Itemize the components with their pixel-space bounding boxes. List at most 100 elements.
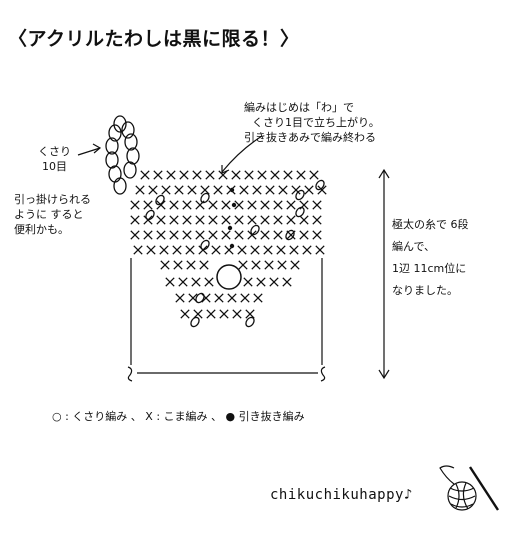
slip-stitches	[227, 187, 237, 249]
single-crochet-x	[276, 245, 286, 255]
single-crochet-x	[277, 260, 287, 270]
single-crochet-stitches	[130, 170, 327, 328]
single-crochet-x	[199, 260, 209, 270]
single-crochet-x	[205, 170, 215, 180]
single-crochet-x	[179, 170, 189, 180]
single-crochet-x	[174, 185, 184, 195]
single-crochet-x	[195, 215, 205, 225]
single-crochet-x	[165, 277, 175, 287]
single-crochet-x	[243, 277, 253, 287]
chain-stitch	[200, 192, 210, 204]
chain-loop	[105, 115, 140, 195]
single-crochet-x	[234, 200, 244, 210]
single-crochet-x	[195, 230, 205, 240]
single-crochet-x	[161, 185, 171, 195]
chain-stitch	[295, 189, 305, 201]
single-crochet-x	[160, 260, 170, 270]
chain-note: くさり 10目	[38, 144, 71, 174]
single-crochet-x	[299, 230, 309, 240]
single-crochet-x	[231, 170, 241, 180]
single-crochet-x	[204, 277, 214, 287]
single-crochet-x	[265, 185, 275, 195]
single-crochet-x	[193, 309, 203, 319]
note-line: 編みはじめは「わ」で	[244, 101, 354, 114]
single-crochet-x	[182, 200, 192, 210]
chain-stitch	[190, 316, 200, 328]
single-crochet-x	[221, 215, 231, 225]
chain-stitch	[315, 179, 325, 191]
note-line: くさり	[38, 145, 71, 158]
single-crochet-x	[299, 215, 309, 225]
single-crochet-x	[253, 293, 263, 303]
single-crochet-x	[286, 215, 296, 225]
single-crochet-x	[251, 260, 261, 270]
single-crochet-x	[273, 200, 283, 210]
single-crochet-x	[130, 215, 140, 225]
single-crochet-x	[213, 185, 223, 195]
single-crochet-x	[247, 200, 257, 210]
single-crochet-x	[260, 230, 270, 240]
single-crochet-x	[260, 200, 270, 210]
single-crochet-x	[278, 185, 288, 195]
single-crochet-x	[283, 170, 293, 180]
single-crochet-x	[291, 185, 301, 195]
single-crochet-x	[245, 309, 255, 319]
single-crochet-x	[133, 245, 143, 255]
note-line: 編んで、	[392, 240, 436, 253]
single-crochet-x	[237, 245, 247, 255]
note-line: ように すると	[14, 208, 84, 221]
single-crochet-x	[269, 277, 279, 287]
single-crochet-x	[304, 185, 314, 195]
single-crochet-x	[312, 215, 322, 225]
yarn-ball-icon	[439, 465, 500, 511]
single-crochet-x	[260, 215, 270, 225]
single-crochet-x	[175, 293, 185, 303]
chain-stitch	[155, 194, 165, 206]
single-crochet-x	[148, 185, 158, 195]
single-crochet-x	[286, 200, 296, 210]
single-crochet-x	[208, 200, 218, 210]
single-crochet-x	[302, 245, 312, 255]
single-crochet-x	[130, 200, 140, 210]
single-crochet-x	[250, 245, 260, 255]
single-crochet-x	[140, 170, 150, 180]
single-crochet-x	[185, 245, 195, 255]
single-crochet-x	[201, 293, 211, 303]
single-crochet-x	[156, 230, 166, 240]
single-crochet-x	[143, 200, 153, 210]
single-crochet-x	[296, 170, 306, 180]
note-line: 引っ掛けられる	[14, 193, 91, 206]
chain-stitch	[200, 239, 210, 251]
single-crochet-x	[273, 230, 283, 240]
single-crochet-x	[309, 170, 319, 180]
chain-stitch	[295, 206, 305, 218]
single-crochet-x	[257, 170, 267, 180]
chain-stitch	[250, 224, 260, 236]
single-crochet-x	[187, 185, 197, 195]
single-crochet-x	[191, 277, 201, 287]
single-crochet-x	[153, 170, 163, 180]
single-crochet-x	[208, 215, 218, 225]
single-crochet-x	[299, 200, 309, 210]
single-crochet-x	[208, 230, 218, 240]
note-line: 引き抜きあみで編み終わる	[244, 131, 376, 144]
single-crochet-x	[173, 260, 183, 270]
single-crochet-x	[130, 230, 140, 240]
single-crochet-x	[135, 185, 145, 195]
single-crochet-x	[273, 215, 283, 225]
single-crochet-x	[238, 260, 248, 270]
chain-arrow-icon	[77, 143, 102, 156]
single-crochet-x	[182, 230, 192, 240]
single-crochet-x	[312, 200, 322, 210]
single-crochet-x	[227, 293, 237, 303]
single-crochet-x	[178, 277, 188, 287]
size-note: 極太の糸で 6段 編んで、 1辺 11cm位に なりました。	[392, 214, 469, 302]
single-crochet-x	[159, 245, 169, 255]
single-crochet-x	[232, 309, 242, 319]
single-crochet-x	[244, 170, 254, 180]
note-line: くさり1目で立ち上がり。	[252, 116, 380, 129]
note-line: 極太の糸で 6段	[392, 218, 469, 231]
single-crochet-x	[214, 293, 224, 303]
single-crochet-x	[186, 260, 196, 270]
